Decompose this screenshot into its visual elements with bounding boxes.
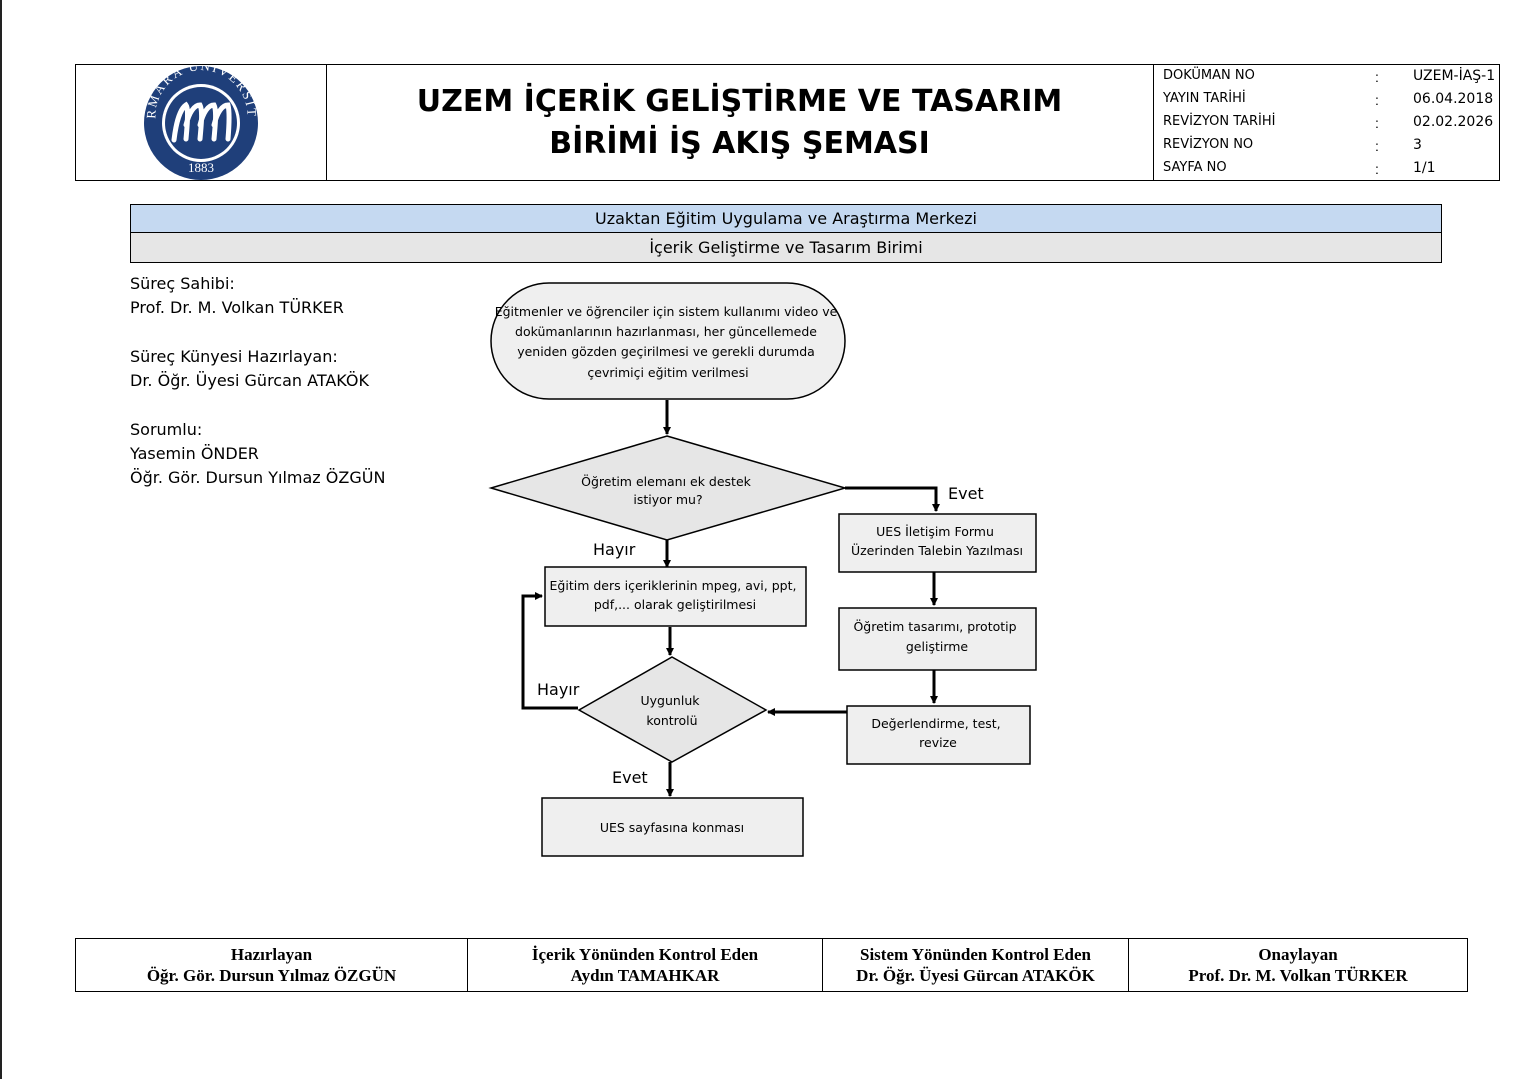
develop-process xyxy=(544,566,807,627)
develop-process-text: Eğitim ders içeriklerinin mpeg, avi, ppt… xyxy=(550,578,801,612)
title-line-2: BİRİMİ İŞ AKIŞ ŞEMASI xyxy=(549,125,930,161)
logo-year: 1883 xyxy=(188,160,214,175)
suitability-decision xyxy=(577,656,768,763)
center-banner: Uzaktan Eğitim Uygulama ve Araştırma Mer… xyxy=(130,204,1442,233)
process-owner-label: Süreç Sahibi: xyxy=(130,274,235,293)
meta-value: 3 xyxy=(1413,137,1422,153)
signature-cell: Hazırlayan Öğr. Gör. Dursun Yılmaz ÖZGÜN xyxy=(76,939,468,991)
flow-connectors xyxy=(521,400,940,797)
meta-value: 02.02.2026 xyxy=(1413,114,1494,130)
meta-key: DOKÜMAN NO xyxy=(1163,68,1255,83)
page-edge xyxy=(0,0,2,1079)
signature-cell: Sistem Yönünden Kontrol Eden Dr. Öğr. Üy… xyxy=(823,939,1129,991)
signature-role: Sistem Yönünden Kontrol Eden xyxy=(860,945,1091,964)
meta-row: REVİZYON NO : 3 xyxy=(1153,134,1499,157)
publish-process-text: UES sayfasına konması xyxy=(600,820,744,835)
meta-key: REVİZYON NO xyxy=(1163,137,1254,152)
meta-key: YAYIN TARİHİ xyxy=(1163,91,1246,106)
branch-label-yes: Evet xyxy=(612,768,648,787)
meta-value: UZEM-İAŞ-1 xyxy=(1413,68,1496,84)
form-request-process xyxy=(838,513,1037,573)
signature-cell: İçerik Yönünden Kontrol Eden Aydın TAMAH… xyxy=(468,939,823,991)
logo-mark-icon xyxy=(171,101,232,143)
signature-role: Hazırlayan xyxy=(230,945,313,964)
meta-key: REVİZYON TARİHİ xyxy=(1163,114,1276,129)
process-preparer-name: Dr. Öğr. Üyesi Gürcan ATAKÖK xyxy=(130,371,369,390)
branch-label-yes: Evet xyxy=(948,484,984,503)
signature-name: Dr. Öğr. Üyesi Gürcan ATAKÖK xyxy=(856,966,1095,985)
logo-cell: MARMARA ÜNİVERSİTESİ 1883 xyxy=(69,53,327,180)
connector-decision-to-form xyxy=(845,486,940,512)
design-process-text: Öğretim tasarımı, prototip geliştirme xyxy=(853,618,1020,654)
meta-row: DOKÜMAN NO : UZEM-İAŞ-1 xyxy=(1153,65,1499,88)
form-request-text: UES İletişim Formu Üzerinden Talebin Yaz… xyxy=(851,524,1023,558)
suitability-decision-text: Uygunluk kontrolü xyxy=(641,693,704,728)
meta-key: SAYFA NO xyxy=(1163,160,1227,175)
signature-cell: Onaylayan Prof. Dr. M. Volkan TÜRKER xyxy=(1129,939,1467,991)
evaluate-process-text: Değerlendirme, test, revize xyxy=(871,716,1004,750)
branch-label-no: Hayır xyxy=(593,540,636,559)
evaluate-process xyxy=(846,705,1031,765)
signature-name: Öğr. Gör. Dursun Yılmaz ÖZGÜN xyxy=(146,966,397,985)
signature-name: Aydın TAMAHKAR xyxy=(570,966,720,985)
responsible-person: Yasemin ÖNDER xyxy=(130,444,259,463)
support-decision-text: Öğretim elemanı ek destek istiyor mu? xyxy=(581,473,755,507)
process-owner: Süreç Sahibi: Prof. Dr. M. Volkan TÜRKER xyxy=(130,272,344,320)
document-meta: DOKÜMAN NO : UZEM-İAŞ-1 YAYIN TARİHİ : 0… xyxy=(1153,65,1499,180)
meta-value: 06.04.2018 xyxy=(1413,91,1494,107)
meta-separator: : xyxy=(1375,115,1379,131)
branch-label-no: Hayır xyxy=(537,680,580,699)
design-process xyxy=(838,607,1037,671)
meta-separator: : xyxy=(1375,69,1379,85)
start-terminal-text: Eğitmenler ve öğrenciler için sistem kul… xyxy=(495,304,842,380)
meta-row: YAYIN TARİHİ : 06.04.2018 xyxy=(1153,88,1499,111)
signature-role: İçerik Yönünden Kontrol Eden xyxy=(531,945,759,964)
document-header: MARMARA ÜNİVERSİTESİ 1883 UZEM İÇERİK GE… xyxy=(69,53,1500,181)
meta-separator: : xyxy=(1375,138,1379,154)
process-preparer: Süreç Künyesi Hazırlayan: Dr. Öğr. Üyesi… xyxy=(130,345,369,393)
support-decision xyxy=(488,435,848,541)
meta-row: SAYFA NO : 1/1 xyxy=(1153,157,1499,180)
signature-table: Hazırlayan Öğr. Gör. Dursun Yılmaz ÖZGÜN… xyxy=(75,938,1468,992)
responsible-person: Öğr. Gör. Dursun Yılmaz ÖZGÜN xyxy=(130,468,386,487)
meta-value: 1/1 xyxy=(1413,160,1436,176)
signature-role: Onaylayan xyxy=(1258,945,1338,964)
process-preparer-label: Süreç Künyesi Hazırlayan: xyxy=(130,347,338,366)
signature-name: Prof. Dr. M. Volkan TÜRKER xyxy=(1188,966,1408,985)
responsible-label: Sorumlu: xyxy=(130,420,203,439)
university-logo: MARMARA ÜNİVERSİTESİ 1883 xyxy=(69,53,258,180)
process-owner-name: Prof. Dr. M. Volkan TÜRKER xyxy=(130,298,344,317)
connector-check-loop-back xyxy=(521,592,578,710)
unit-banner: İçerik Geliştirme ve Tasarım Birimi xyxy=(130,232,1442,263)
title-line-1: UZEM İÇERİK GELİŞTİRME VE TASARIM xyxy=(416,83,1063,119)
document-title: UZEM İÇERİK GELİŞTİRME VE TASARIM BİRİMİ… xyxy=(326,65,1154,180)
meta-separator: : xyxy=(1375,161,1379,177)
process-responsible: Sorumlu: Yasemin ÖNDER Öğr. Gör. Dursun … xyxy=(130,418,385,490)
publish-process xyxy=(541,797,804,857)
meta-row: REVİZYON TARİHİ : 02.02.2026 xyxy=(1153,111,1499,134)
meta-separator: : xyxy=(1375,92,1379,108)
start-terminal xyxy=(490,282,846,400)
